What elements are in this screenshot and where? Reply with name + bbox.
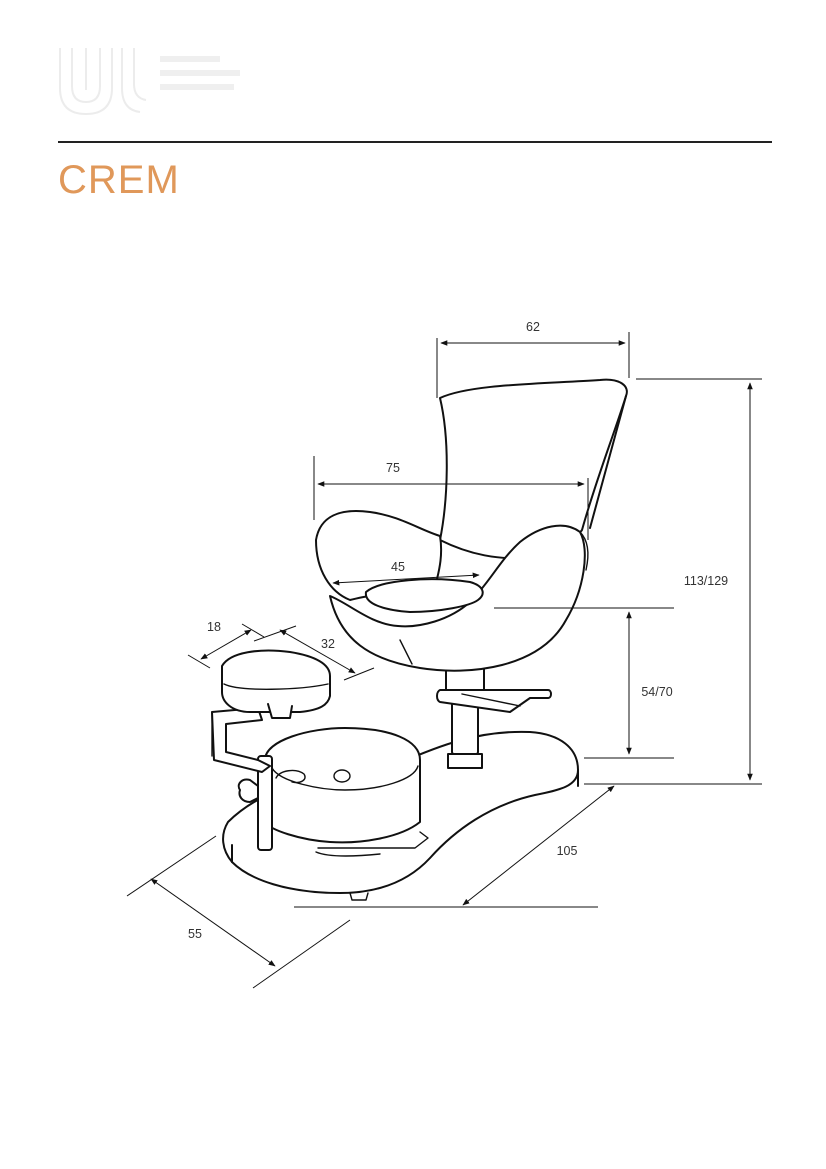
footrest-pad [221, 649, 331, 719]
chair-footrest-bar [436, 689, 552, 713]
dim-base-length: 105 [294, 785, 615, 908]
header-rule [58, 141, 772, 143]
dim-total-height: 113/129 [584, 378, 762, 785]
foot-basin [264, 727, 429, 857]
dim-label-62: 62 [526, 320, 540, 334]
dim-label-55: 55 [188, 927, 202, 941]
footrest-support [211, 707, 273, 851]
dim-footrest-depth: 18 [187, 620, 265, 669]
dim-label-18: 18 [207, 620, 221, 634]
chair-column [445, 667, 485, 769]
dim-label-113-129: 113/129 [684, 574, 728, 588]
brand-logo-icon [59, 48, 240, 116]
dim-label-54-70: 54/70 [641, 685, 672, 699]
dim-seat-width: 45 [332, 560, 480, 586]
dim-top-width: 62 [436, 320, 630, 398]
dim-label-32: 32 [321, 637, 335, 651]
dim-label-75: 75 [386, 461, 400, 475]
page-title: CREM [58, 158, 180, 202]
dim-label-105: 105 [557, 844, 578, 858]
dim-seat-height: 54/70 [494, 607, 674, 759]
dim-label-45: 45 [391, 560, 405, 574]
chair-shell [315, 378, 628, 672]
dim-armrest-width: 75 [313, 456, 589, 540]
dim-footrest-length: 32 [253, 625, 375, 681]
dim-base-width: 55 [126, 835, 351, 989]
